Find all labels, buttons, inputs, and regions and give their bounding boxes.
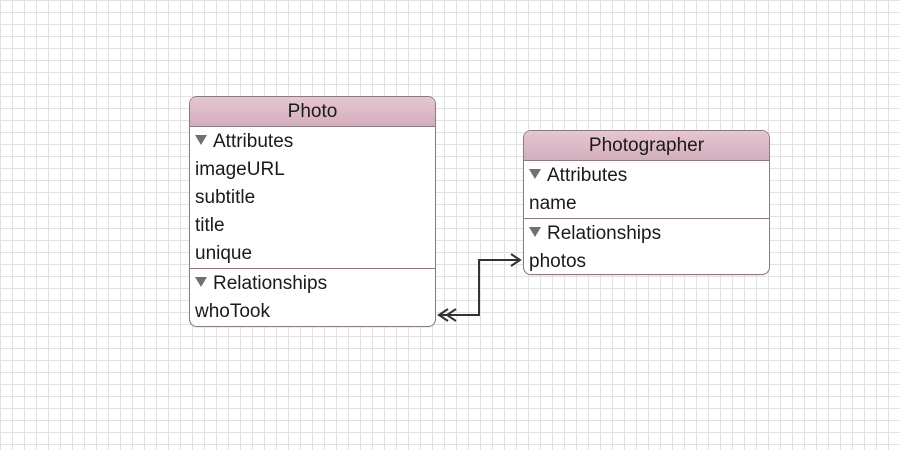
photographer-relationships-header[interactable]: Relationships — [524, 220, 769, 248]
photographer-relationships-label: Relationships — [547, 223, 662, 244]
attribute-unique[interactable]: unique — [195, 243, 253, 264]
entity-photo-title[interactable]: Photo — [190, 97, 435, 127]
attribute-subtitle[interactable]: subtitle — [195, 187, 256, 208]
disclosure-triangle-icon[interactable] — [195, 277, 207, 287]
photo-attributes-section: Attributes imageURL subtitle title uniqu… — [190, 127, 435, 268]
to-one-arrowhead-icon — [510, 253, 522, 267]
entity-photographer[interactable]: Photographer Attributes name Relationshi… — [523, 130, 770, 275]
to-many-arrowhead-icon — [445, 308, 457, 322]
photo-relationships-label: Relationships — [213, 273, 328, 294]
entity-photo[interactable]: Photo Attributes imageURL subtitle title… — [189, 96, 436, 327]
attribute-name[interactable]: name — [529, 193, 577, 214]
to-many-arrowhead-icon — [437, 308, 449, 322]
disclosure-triangle-icon[interactable] — [195, 135, 207, 145]
photographer-attributes-label: Attributes — [547, 165, 628, 186]
connector-line[interactable] — [438, 259, 520, 316]
photo-relationships-header[interactable]: Relationships — [190, 270, 435, 298]
disclosure-triangle-icon[interactable] — [529, 227, 541, 237]
entity-photographer-title[interactable]: Photographer — [524, 131, 769, 161]
photo-attributes-header[interactable]: Attributes — [190, 128, 435, 156]
attribute-title[interactable]: title — [195, 215, 225, 236]
attribute-imageurl[interactable]: imageURL — [195, 159, 285, 180]
photographer-relationships-section: Relationships photos — [524, 218, 769, 274]
photo-relationships-section: Relationships whoTook — [190, 268, 435, 326]
relationship-photos[interactable]: photos — [529, 251, 587, 272]
relationship-whotook[interactable]: whoTook — [195, 301, 270, 322]
disclosure-triangle-icon[interactable] — [529, 169, 541, 179]
photographer-attributes-header[interactable]: Attributes — [524, 162, 769, 190]
photographer-attributes-section: Attributes name — [524, 161, 769, 218]
photo-attributes-label: Attributes — [213, 131, 294, 152]
